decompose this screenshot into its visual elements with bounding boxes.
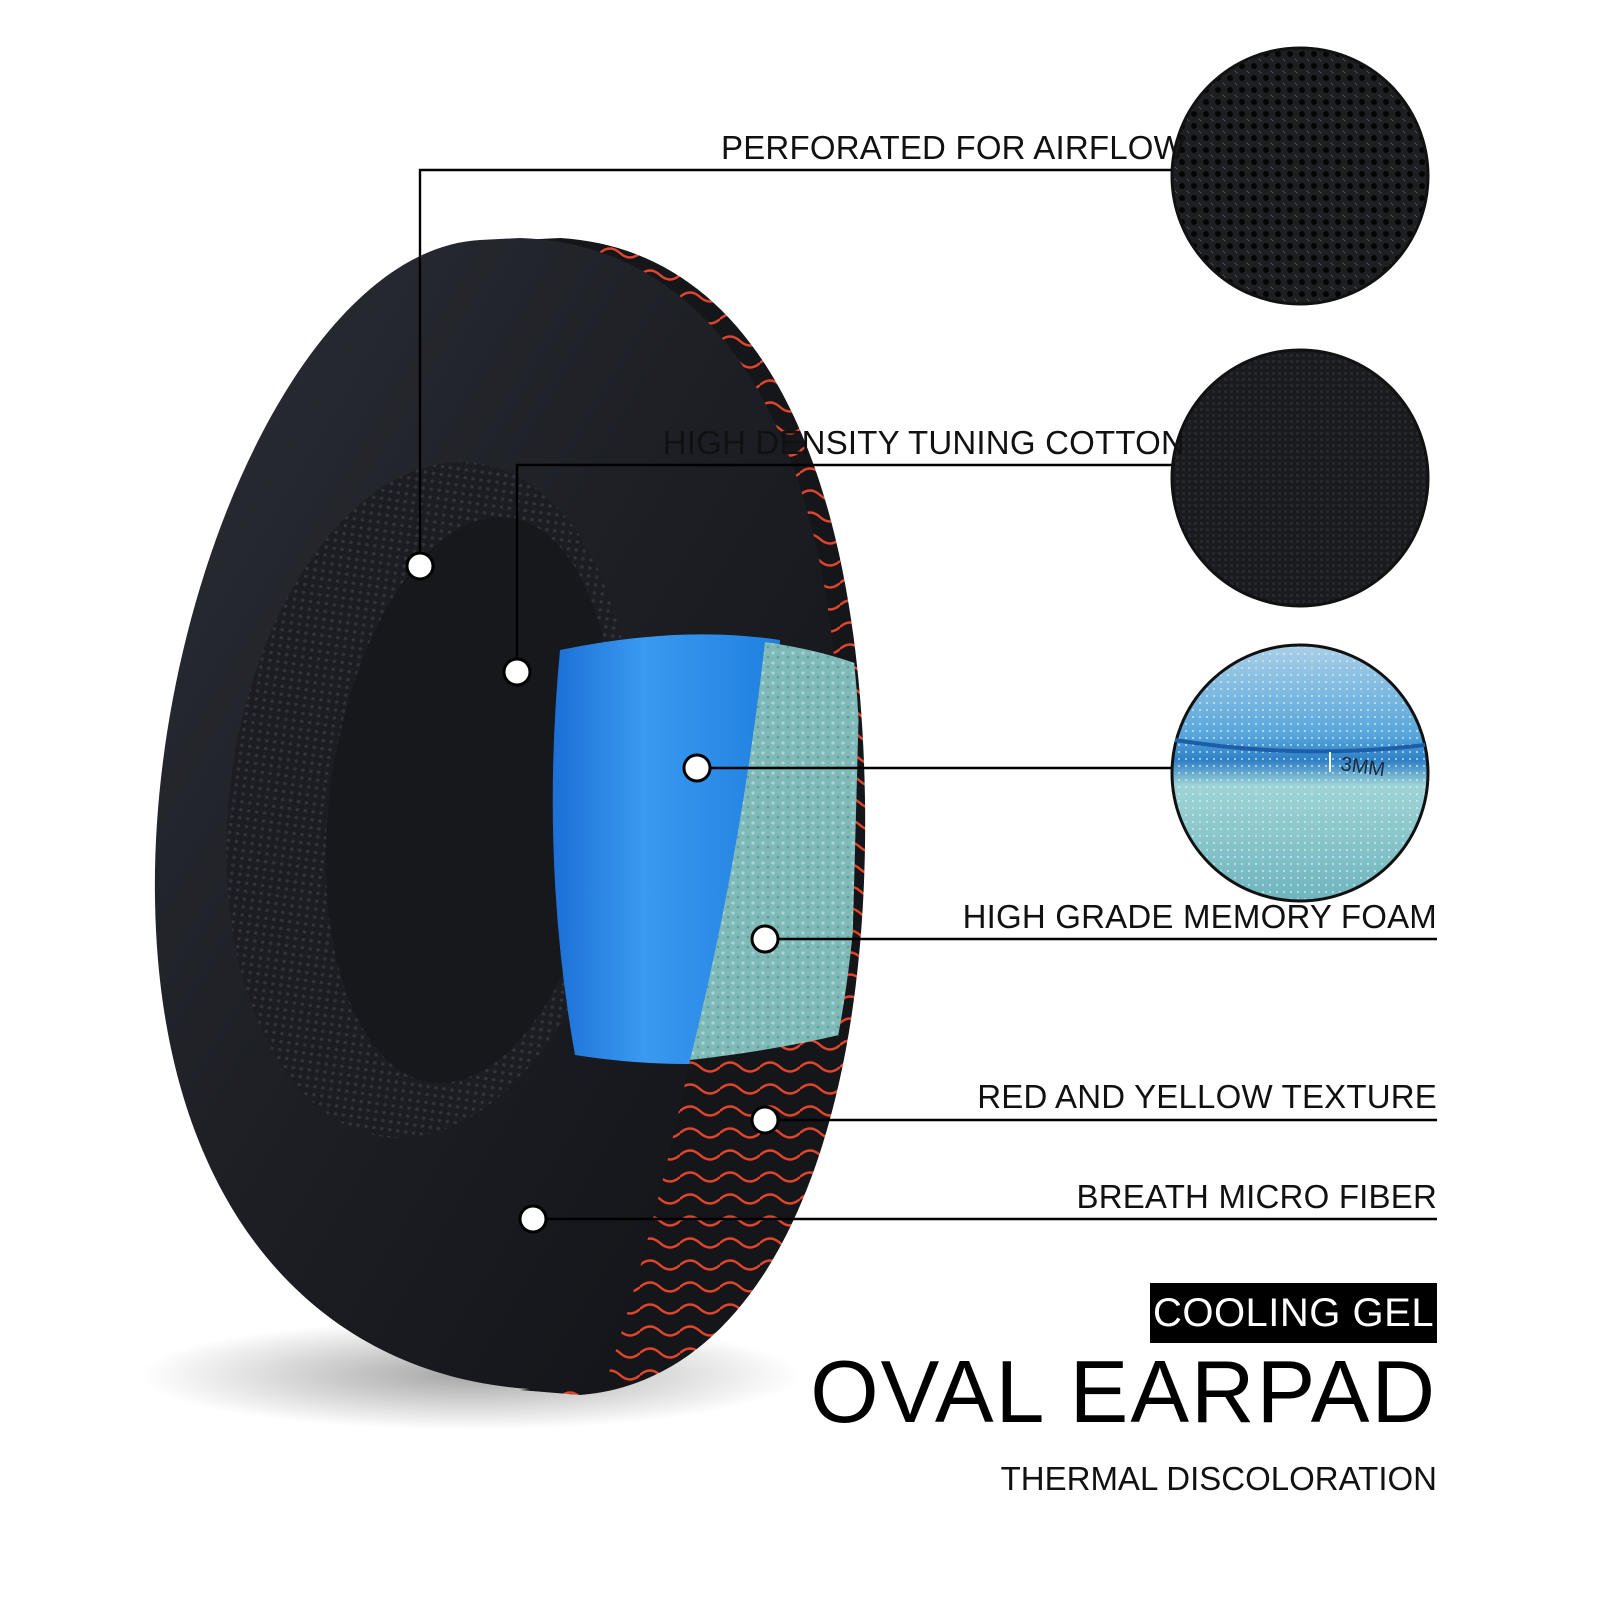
dot-perforated xyxy=(405,551,435,581)
detail-gel-foam-texture xyxy=(1174,647,1426,899)
dot-cotton xyxy=(502,657,532,687)
cooling-gel-badge: COOLING GEL xyxy=(1150,1283,1437,1343)
callout-foam: HIGH GRADE MEMORY FOAM xyxy=(962,898,1437,935)
callout-cotton: HIGH DENSITY TUNING COTTON xyxy=(662,424,1185,461)
detail-cotton-swatch xyxy=(1170,348,1430,608)
memory-foam-layer xyxy=(690,642,860,1060)
leader-cotton xyxy=(515,463,1185,672)
callout-texture: RED AND YELLOW TEXTURE xyxy=(977,1078,1437,1115)
dot-texture xyxy=(750,1105,780,1135)
product-subtitle: THERMAL DISCOLORATION xyxy=(1000,1460,1437,1497)
product-title: OVAL EARPAD xyxy=(810,1342,1437,1441)
detail-perforated-swatch xyxy=(1170,46,1430,306)
leader-perforated xyxy=(418,168,1185,566)
dot-fiber xyxy=(518,1204,548,1234)
dot-gel xyxy=(682,753,712,783)
pad-inner-hole xyxy=(325,517,615,1083)
callout-perforated: PERFORATED FOR AIRFLOW xyxy=(721,129,1185,166)
callout-fiber: BREATH MICRO FIBER xyxy=(1076,1178,1437,1215)
dot-foam xyxy=(750,924,780,954)
detail-gel-interface xyxy=(1174,738,1426,754)
